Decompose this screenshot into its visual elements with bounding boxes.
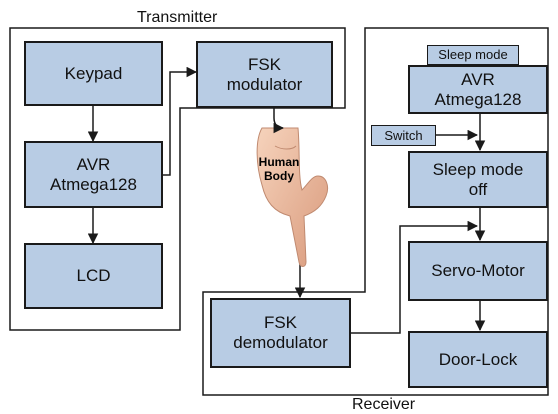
pointing-hand-icon (256, 127, 329, 267)
lcd-block: LCD (24, 243, 163, 309)
arrow-modulator-hand (273, 108, 285, 134)
arrow-demod-servo (351, 220, 479, 334)
door-lock-block: Door-Lock (408, 331, 548, 388)
receiver-avr-block: AVR Atmega128 (408, 65, 548, 114)
keypad-block: Keypad (24, 41, 163, 106)
transmitter-outline (9, 27, 346, 331)
switch-block: Switch (371, 125, 436, 146)
sleep-mode-off-block: Sleep mode off (408, 151, 548, 208)
receiver-title: Receiver (352, 396, 416, 413)
transmitter-title: Transmitter (137, 9, 218, 26)
transmitter-avr-block: AVR Atmega128 (24, 141, 163, 208)
sleep-mode-tag: Sleep mode (427, 45, 519, 65)
fsk-modulator-block: FSK modulator (196, 41, 333, 108)
receiver-outline (202, 27, 549, 396)
arrow-avr-fsk-mod (163, 66, 198, 176)
servo-motor-block: Servo-Motor (408, 241, 548, 301)
human-body-label: Human Body (258, 155, 300, 183)
fsk-demodulator-block: FSK demodulator (210, 298, 351, 368)
